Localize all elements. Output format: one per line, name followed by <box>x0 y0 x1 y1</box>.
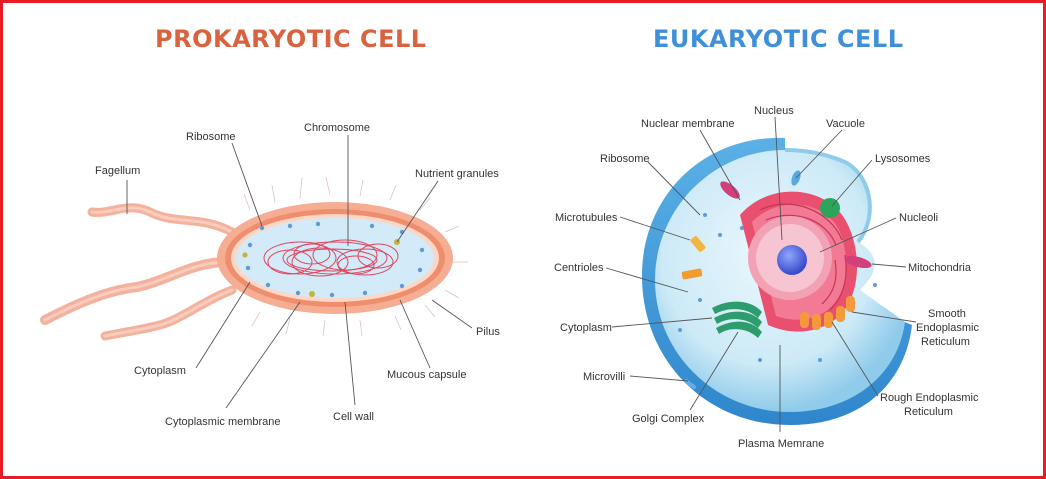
label-nucleoli: Nucleoli <box>899 212 938 224</box>
label-nucleus: Nucleus <box>754 105 794 117</box>
label-nuclear-membrane: Nuclear membrane <box>641 118 735 130</box>
label-rough-er-line2: Reticulum <box>904 406 953 418</box>
label-nutrient-granules: Nutrient granules <box>415 168 499 180</box>
centriole-shape-1 <box>681 268 703 280</box>
label-microvilli: Microvilli <box>583 371 625 383</box>
eukaryotic-ribosome-dots <box>678 213 877 362</box>
eukaryotic-title: EUKARYOTIC CELL <box>653 25 904 53</box>
mitochondrion-shape-2 <box>720 181 740 199</box>
label-pro-ribosome: Ribosome <box>186 131 236 143</box>
prokaryotic-leader-lines <box>126 135 473 409</box>
microvillus-shape <box>684 379 696 389</box>
label-plasma-membrane: Plasma Memrane <box>738 438 824 450</box>
label-pilus: Pilus <box>476 326 500 338</box>
golgi-shape <box>712 301 762 338</box>
lysosome-shape <box>820 198 840 218</box>
label-cytoplasmic-membrane: Cytoplasmic membrane <box>165 416 281 428</box>
label-chromosome: Chromosome <box>304 122 370 134</box>
label-smooth-er-line1: Smooth <box>928 308 966 320</box>
label-pro-cytoplasm: Cytoplasm <box>134 365 186 377</box>
label-vacuole: Vacuole <box>826 118 865 130</box>
flagella <box>40 203 237 341</box>
smooth-er-shape <box>800 296 855 330</box>
centriole-shape-2 <box>690 236 706 252</box>
eukaryotic-cell <box>641 137 912 426</box>
prokaryotic-cell <box>40 176 468 341</box>
label-cell-wall: Cell wall <box>333 411 374 423</box>
label-centrioles: Centrioles <box>554 262 604 274</box>
nucleolus-shape <box>777 245 807 275</box>
label-eu-cytoplasm: Cytoplasm <box>560 322 612 334</box>
label-golgi-complex: Golgi Complex <box>632 413 705 425</box>
cytoplasm-shape <box>236 218 434 298</box>
label-mitochondria: Mitochondria <box>908 262 972 274</box>
eukaryotic-labels: Nucleus Nuclear membrane Vacuole Ribosom… <box>554 105 979 450</box>
eukaryotic-leader-lines <box>605 116 917 432</box>
label-rough-er-line1: Rough Endoplasmic <box>880 392 979 404</box>
label-microtubules: Microtubules <box>555 212 618 224</box>
label-mucous-capsule: Mucous capsule <box>387 369 467 381</box>
label-fagellum: Fagellum <box>95 165 140 177</box>
label-smooth-er-line2: Endoplasmic <box>916 322 979 334</box>
label-smooth-er-line3: Reticulum <box>921 336 970 348</box>
chromosome-shape <box>263 239 399 277</box>
ribosome-dots <box>245 221 425 298</box>
mitochondrion-shape-1 <box>844 255 872 269</box>
prokaryotic-title: PROKARYOTIC CELL <box>155 25 427 53</box>
label-eu-ribosome: Ribosome <box>600 153 650 165</box>
pili <box>243 176 468 337</box>
label-lysosomes: Lysosomes <box>875 153 931 165</box>
prokaryotic-labels: Fagellum Ribosome Chromosome Nutrient gr… <box>95 122 500 428</box>
